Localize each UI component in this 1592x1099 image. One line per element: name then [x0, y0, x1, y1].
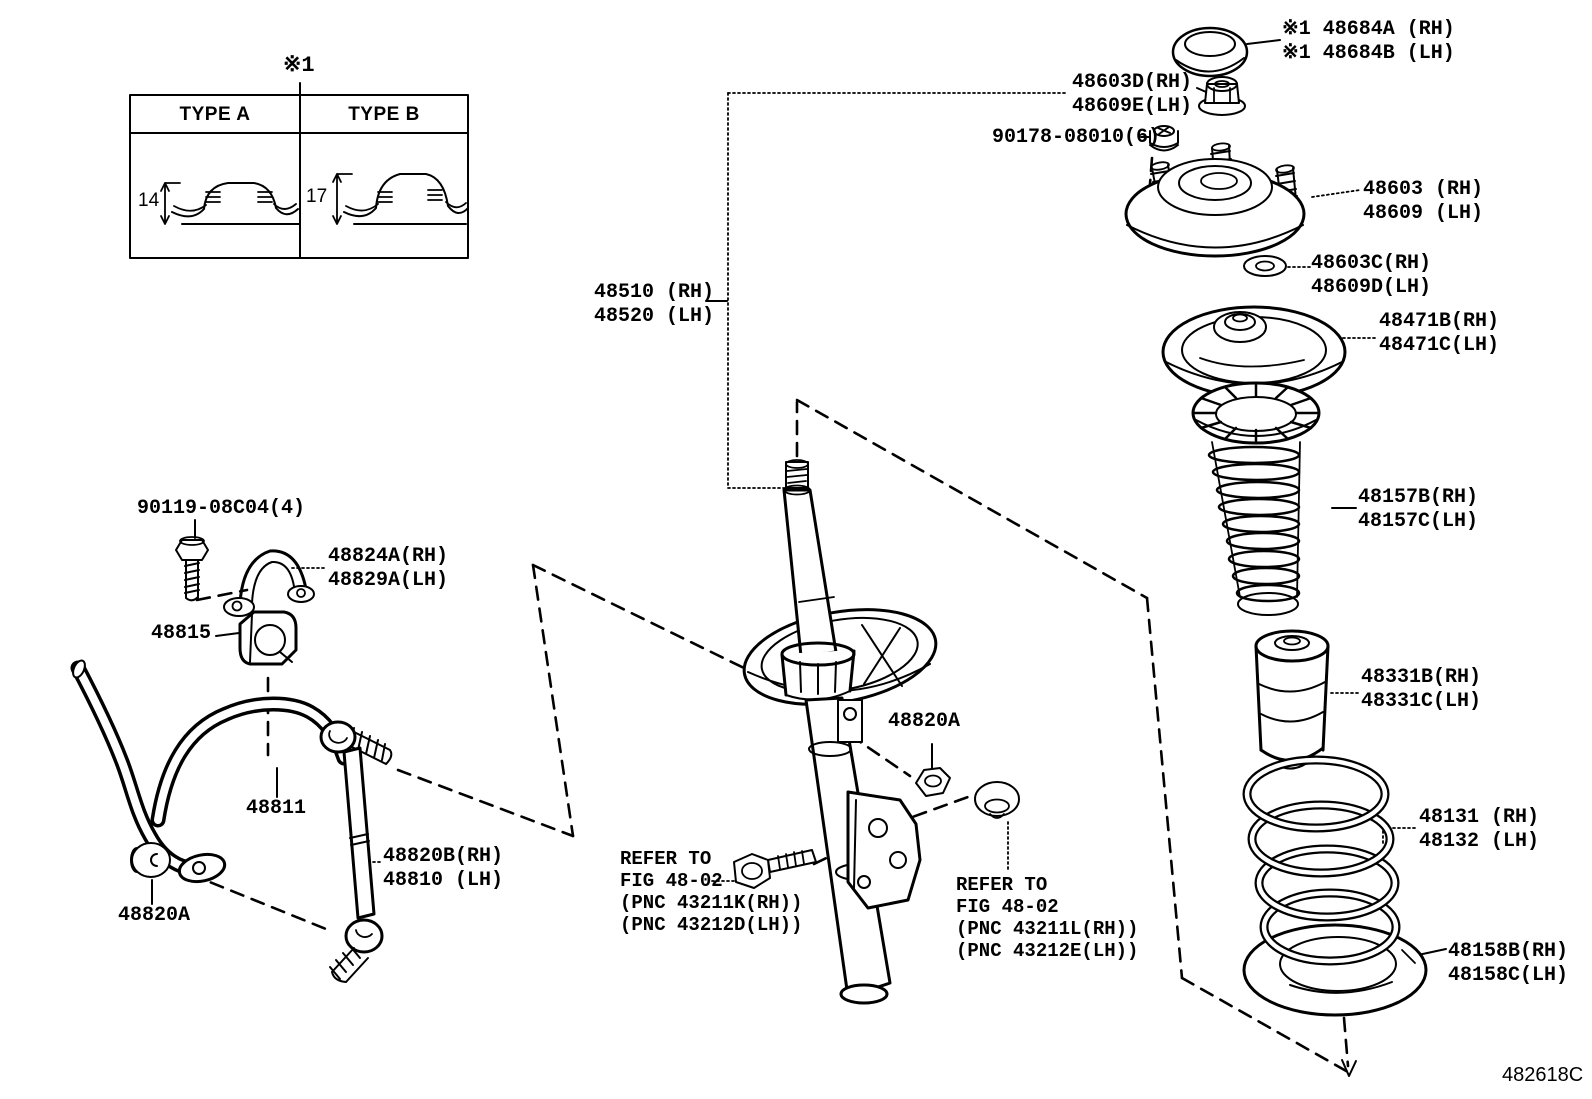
label-48510: 48510 (RH) 48520 (LH) — [594, 281, 715, 328]
refer-note-left: REFER TO FIG 48-02 (PNC 43211K(RH)) (PNC… — [620, 848, 803, 936]
dimension-type-b: 17 — [306, 186, 328, 207]
note-marker: ※1 — [283, 53, 315, 78]
label-48815: 48815 — [151, 622, 212, 645]
stabilizer-bar-drawing — [70, 659, 352, 884]
label-48820a-left: 48820A — [118, 904, 191, 927]
label-48331: 48331B(RH) 48331C(LH) — [1361, 666, 1482, 713]
dimension-type-a: 14 — [138, 190, 160, 211]
label-48603d: 48603D(RH) 48609E(LH) — [1072, 71, 1193, 118]
label-48603c: 48603C(RH) 48609D(LH) — [1311, 252, 1432, 299]
flange-nut-left-drawing — [130, 842, 171, 878]
bushing-drawing — [238, 610, 298, 666]
coil-spring-drawing — [1242, 755, 1401, 966]
label-48820b: 48820B(RH) 48810 (LH) — [383, 845, 504, 892]
small-nut-drawing — [1149, 125, 1179, 152]
bump-stop-drawing — [1254, 629, 1330, 770]
refer-bolt-drawing — [733, 849, 817, 889]
cap-drawing — [1171, 26, 1249, 78]
refer-note-right: REFER TO FIG 48-02 (PNC 43211L(RH)) (PNC… — [956, 874, 1139, 962]
label-48131: 48131 (RH) 48132 (LH) — [1419, 806, 1540, 853]
type-b-drawing — [332, 173, 469, 225]
label-48157: 48157B(RH) 48157C(LH) — [1358, 486, 1479, 533]
type-table — [129, 82, 469, 259]
label-48824: 48824A(RH) 48829A(LH) — [328, 545, 449, 592]
type-a-drawing — [160, 182, 301, 225]
label-48811: 48811 — [246, 797, 307, 820]
label-90178: 90178-08010(6) — [992, 126, 1161, 149]
dust-boot-drawing — [1191, 381, 1321, 616]
strut-drawing — [742, 459, 938, 1005]
bolt-drawing — [175, 536, 209, 602]
table-header-type-b: TYPE B — [348, 104, 420, 125]
label-48820a-mid: 48820A — [888, 710, 961, 733]
mount-nut-drawing — [1198, 76, 1246, 116]
diagram-code: 482618C — [1502, 1064, 1584, 1086]
flange-nut-mid-drawing — [915, 767, 951, 797]
label-48158: 48158B(RH) 48158C(LH) — [1448, 940, 1569, 987]
stabilizer-link-drawing — [319, 720, 393, 983]
clamp-drawing — [223, 549, 315, 617]
label-48471: 48471B(RH) 48471C(LH) — [1379, 310, 1500, 357]
refer-washer-drawing — [974, 781, 1020, 819]
support-mount-drawing — [1124, 142, 1306, 258]
label-48684: ※1 48684A (RH) ※1 48684B (LH) — [1282, 18, 1455, 65]
table-header-type-a: TYPE A — [179, 104, 251, 125]
label-48603: 48603 (RH) 48609 (LH) — [1363, 178, 1484, 225]
label-90119: 90119-08C04(4) — [137, 497, 306, 520]
washer-seal-drawing — [1243, 255, 1287, 277]
